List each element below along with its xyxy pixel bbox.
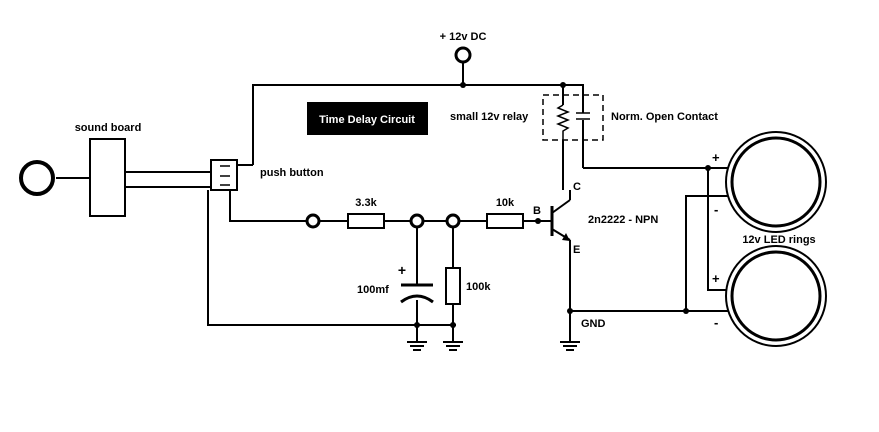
transistor: B C E 2n2222 - NPN bbox=[533, 181, 658, 256]
ground-cap bbox=[407, 341, 427, 351]
led-ring-bottom: + - bbox=[712, 245, 827, 347]
relay: small 12v relay Norm. Open Contact bbox=[450, 94, 718, 141]
supply-terminal: + 12v DC bbox=[440, 31, 487, 64]
r2-label: 10k bbox=[496, 197, 515, 209]
gnd-label: GND bbox=[581, 318, 606, 330]
title-box: Time Delay Circuit bbox=[307, 102, 428, 135]
r1-label: 3.3k bbox=[355, 197, 377, 209]
collector-label: C bbox=[573, 181, 581, 193]
cap-label: 100mf bbox=[357, 284, 389, 296]
led-top-plus: + bbox=[712, 150, 720, 165]
ground-resistor bbox=[443, 341, 463, 351]
ground-emitter: GND bbox=[560, 318, 606, 351]
junctions bbox=[414, 82, 711, 328]
led-rings-label: 12v LED rings bbox=[742, 234, 815, 246]
title-text: Time Delay Circuit bbox=[319, 114, 415, 126]
transistor-label: 2n2222 - NPN bbox=[588, 214, 658, 226]
sound-board: sound board bbox=[19, 122, 142, 217]
led-ring-top: + - bbox=[712, 131, 827, 233]
push-button-label: push button bbox=[260, 167, 324, 179]
capacitor: + 100mf bbox=[357, 262, 434, 304]
emitter-label: E bbox=[573, 244, 580, 256]
test-terminals bbox=[305, 213, 461, 229]
led-bottom-minus: - bbox=[714, 315, 718, 330]
led-top-minus: - bbox=[714, 202, 718, 217]
base-label: B bbox=[533, 205, 541, 217]
supply-label: + 12v DC bbox=[440, 31, 487, 43]
resistor-100k: 100k bbox=[445, 267, 491, 305]
led-bottom-plus: + bbox=[712, 271, 720, 286]
contact-label: Norm. Open Contact bbox=[611, 111, 718, 123]
wires bbox=[56, 62, 740, 342]
cap-plus-sign: + bbox=[398, 262, 406, 278]
relay-label: small 12v relay bbox=[450, 111, 529, 123]
push-button: push button bbox=[210, 159, 324, 191]
sound-board-label: sound board bbox=[75, 122, 142, 134]
resistor-10k: 10k bbox=[486, 197, 524, 229]
resistor-3-3k: 3.3k bbox=[347, 197, 385, 229]
r3-label: 100k bbox=[466, 281, 491, 293]
